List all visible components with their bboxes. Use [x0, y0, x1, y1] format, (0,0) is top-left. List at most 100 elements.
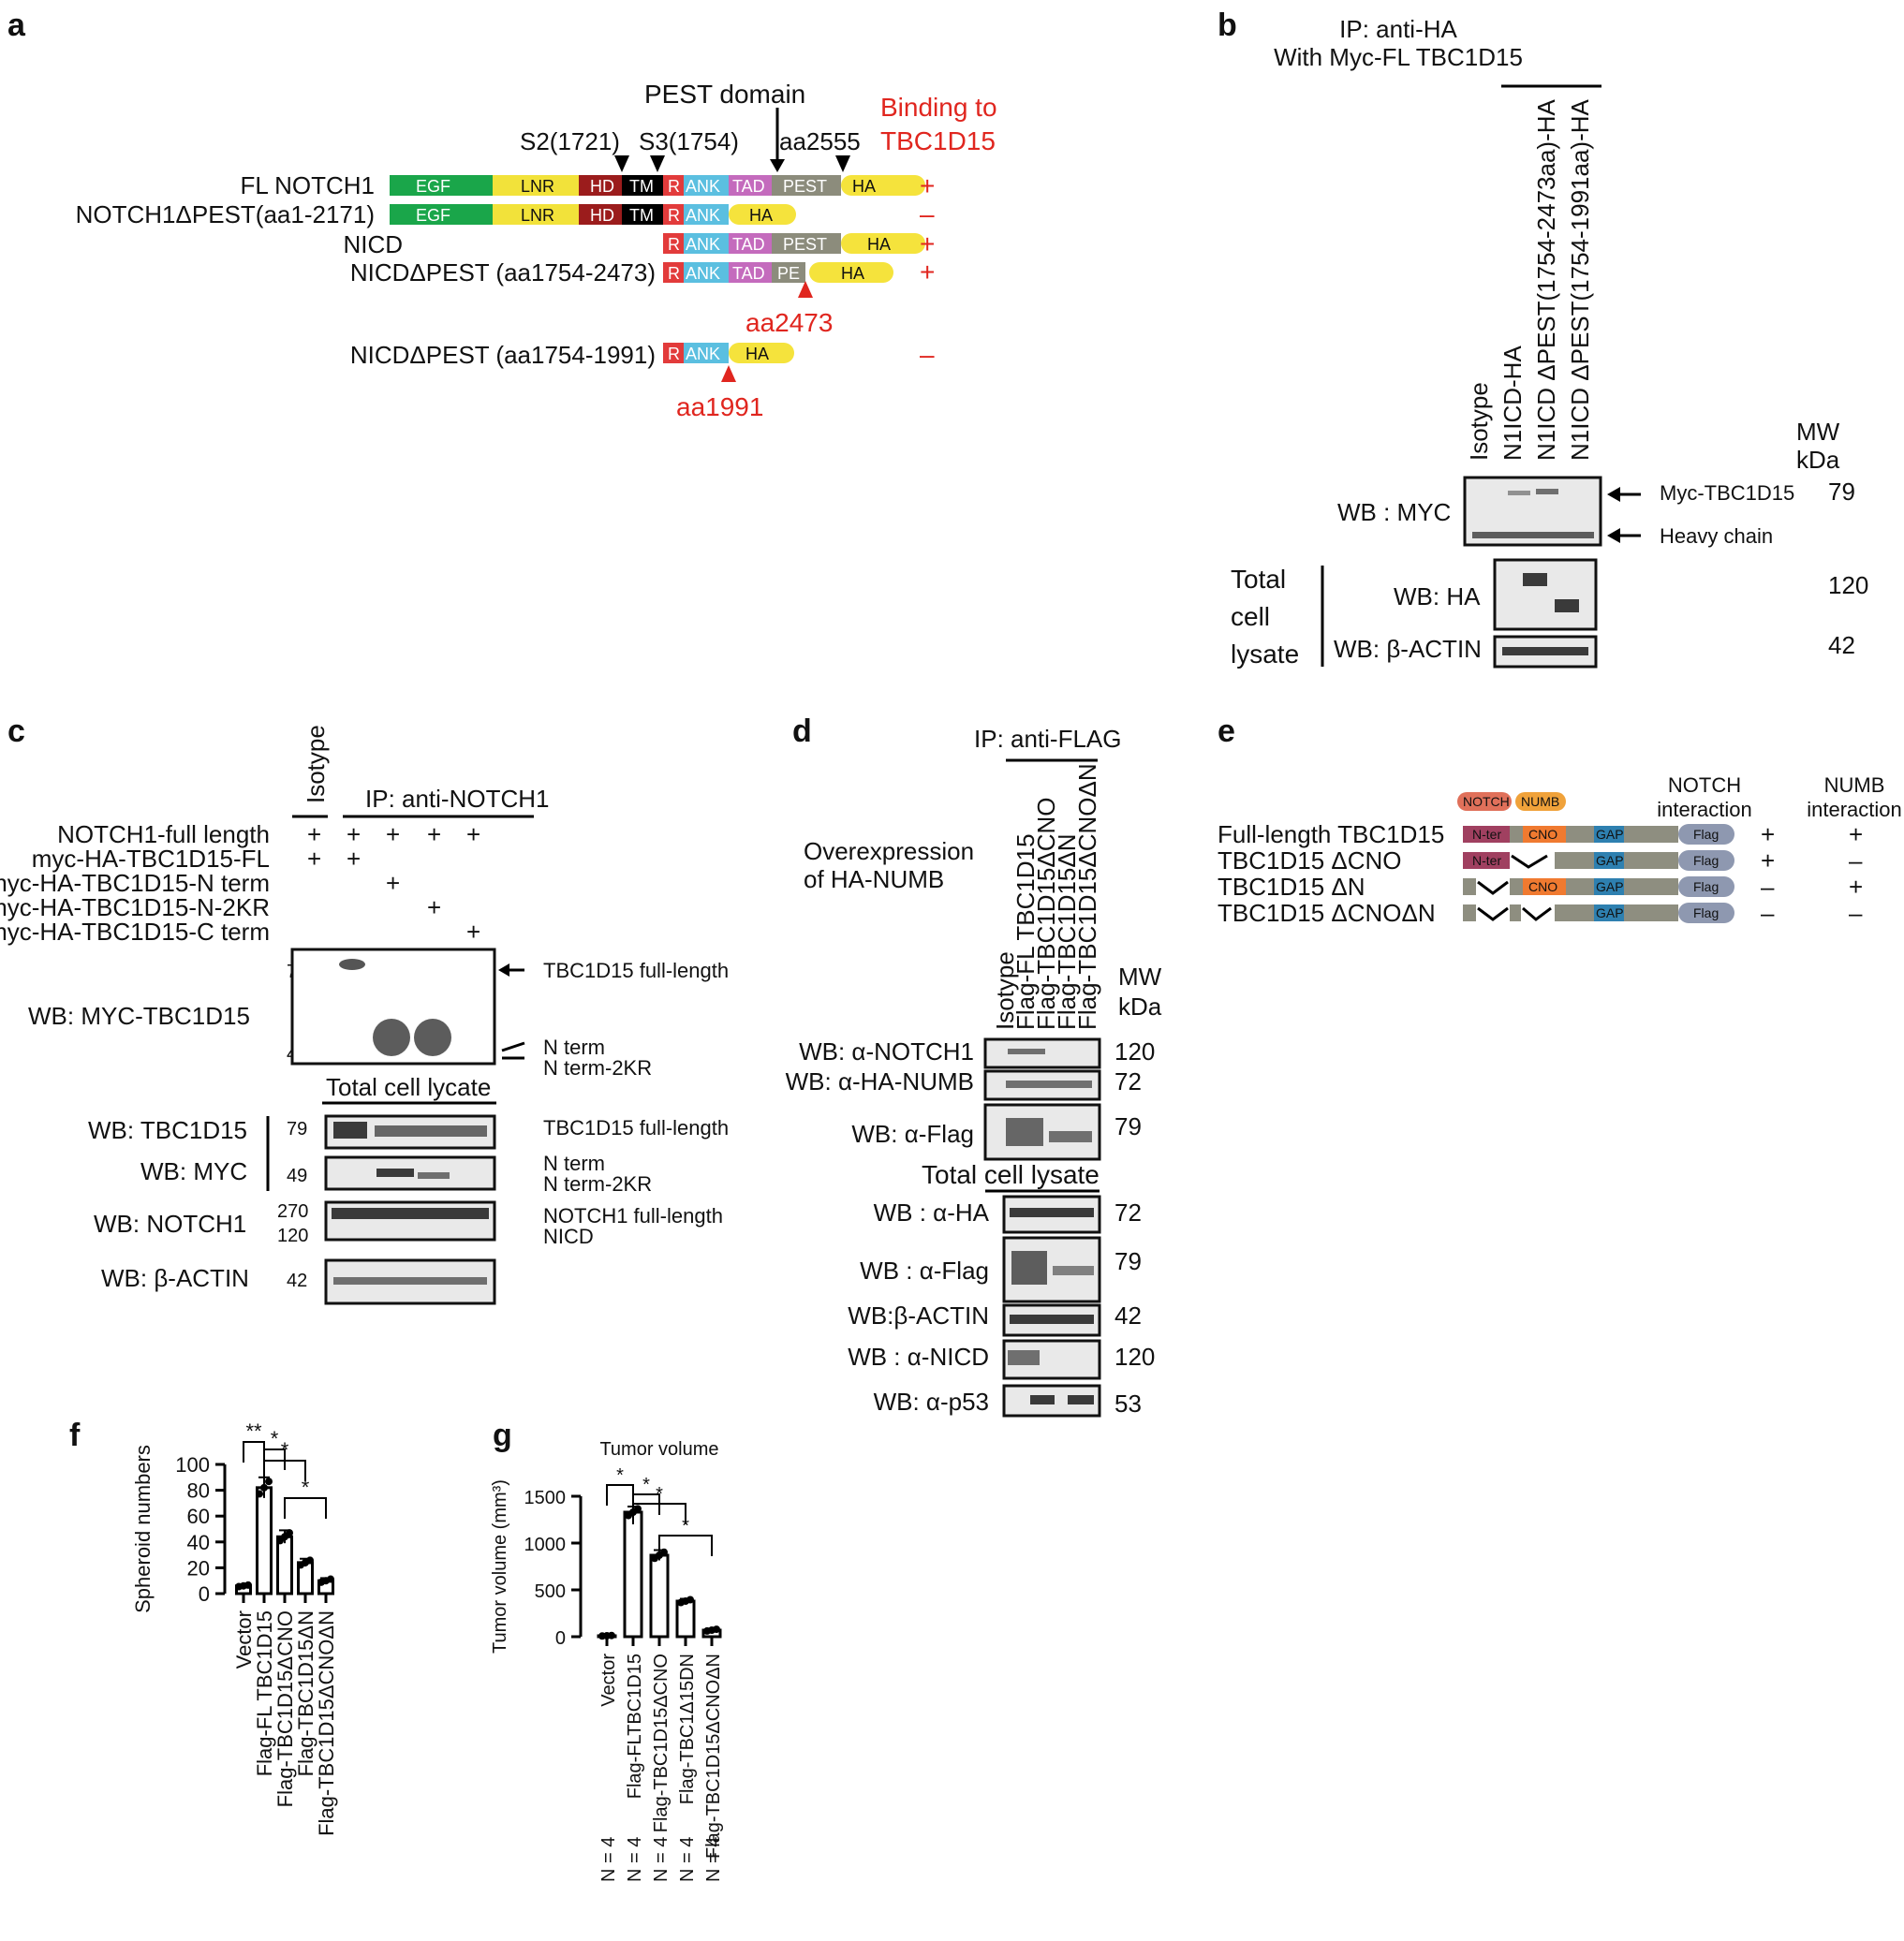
data-point — [260, 1483, 268, 1492]
b-band-ha-4 — [1555, 599, 1579, 612]
e-gap-4: GAP — [1596, 905, 1624, 920]
c-wb-notch: WB: NOTCH1 — [94, 1210, 246, 1238]
dom-ha-3: HA — [867, 235, 891, 254]
e-cno-1: CNO — [1528, 827, 1557, 842]
b-wb-myc: WB : MYC — [1337, 498, 1451, 526]
b-kda: kDa — [1796, 446, 1840, 474]
c-band-tbc-1 — [333, 1122, 367, 1139]
dom-hd-2: HD — [590, 206, 614, 225]
c-total: Total cell lycate — [326, 1073, 491, 1101]
x-tick-label: Flag-FLTBC1D15 — [625, 1654, 645, 1799]
dom-ank-5: ANK — [686, 345, 720, 363]
significance-bracket — [284, 1497, 327, 1519]
n-label: N = 4 — [651, 1837, 672, 1882]
dom-ha-2: HA — [749, 206, 773, 225]
x-tick-label: Flag-TBC1D15ΔCNO — [651, 1654, 672, 1832]
c-mark: + — [347, 845, 361, 873]
dom-tad-4: TAD — [732, 264, 765, 283]
d-blot7-mw: 120 — [1114, 1343, 1155, 1371]
d-blot3-mw: 79 — [1114, 1112, 1142, 1140]
b-mw: MW — [1796, 418, 1840, 446]
b-ip-line1: IP: anti-HA — [1339, 15, 1457, 43]
e-row-4: TBC1D15 ΔCNOΔN — [1218, 899, 1436, 927]
d-blot2-band — [1006, 1081, 1092, 1088]
c-notch-fl-label: NOTCH1 full-length — [543, 1204, 723, 1228]
s3-marker — [650, 155, 665, 172]
significance-bracket — [632, 1503, 686, 1524]
significance-mark: * — [682, 1516, 689, 1537]
dom-tad: TAD — [732, 177, 765, 196]
c-arrow-nterm — [501, 1041, 525, 1060]
e-nter-2: N-ter — [1472, 853, 1501, 868]
y-tick-label: 20 — [187, 1556, 210, 1580]
c-row-4: myc-HA-TBC1D15-N-2KR — [0, 893, 270, 921]
e-construct-dcno: N-ter GAP Flag — [1463, 850, 1734, 871]
dom-tm: TM — [629, 177, 654, 196]
significance-mark: * — [302, 1476, 310, 1499]
d-blot7-band — [1008, 1350, 1040, 1365]
s2-marker — [614, 155, 629, 172]
d-blot5-band — [1011, 1251, 1047, 1285]
panel-label-b: b — [1218, 7, 1237, 43]
aa1991-marker — [721, 365, 736, 382]
construct-label-5: NICDΔPEST (aa1754-1991) — [350, 341, 656, 369]
c-band-nterm — [373, 1019, 410, 1056]
b-mw-79: 79 — [1828, 478, 1855, 506]
e-gap-2: GAP — [1596, 853, 1624, 868]
b-lane-1: Isotype — [1465, 382, 1493, 461]
b-arrow-myc-label: Myc-TBC1D15 — [1660, 481, 1794, 505]
dom-lnr: LNR — [521, 177, 554, 196]
c-arrowhead-fl — [498, 963, 509, 977]
construct-label-3: NICD — [343, 230, 403, 258]
e-notch-badge-text: NOTCH — [1463, 794, 1510, 809]
c-mark: + — [307, 820, 321, 848]
d-lane-2: Flag-FL TBC1D15 — [1011, 833, 1040, 1030]
b-mw-120: 120 — [1828, 571, 1868, 599]
binding-2: – — [920, 199, 935, 228]
d-blot2-label: WB: α-HA-NUMB — [786, 1067, 974, 1095]
binding-3: + — [920, 229, 935, 258]
e-notch-3: – — [1761, 873, 1775, 901]
e-col2b: interaction — [1807, 798, 1902, 821]
significance-mark: * — [281, 1438, 289, 1462]
dom-r-4: R — [668, 264, 680, 283]
e-gap-1: GAP — [1596, 827, 1624, 842]
dom-hd: HD — [590, 177, 614, 196]
c-mark: + — [386, 820, 400, 848]
dom-lnr-2: LNR — [521, 206, 554, 225]
b-lane-3: N1ICD ΔPEST(1754-2473aa)-HA — [1532, 98, 1560, 461]
b-wb-ha: WB: HA — [1394, 582, 1481, 610]
dom-r-3: R — [668, 235, 680, 254]
e-row-1: Full-length TBC1D15 — [1218, 820, 1444, 848]
data-point — [286, 1529, 293, 1537]
dom-r: R — [668, 177, 680, 196]
n-label: N = 4 — [625, 1837, 645, 1882]
d-blot1-label: WB: α-NOTCH1 — [799, 1037, 974, 1066]
panel-label-g: g — [493, 1418, 512, 1453]
n-label: N = 4 — [703, 1837, 724, 1882]
e-notch-2: + — [1761, 846, 1775, 875]
c-row-1: NOTCH1-full length — [57, 820, 270, 848]
data-point — [634, 1505, 642, 1513]
d-blot5-mw: 79 — [1114, 1247, 1142, 1275]
aa1991-label: aa1991 — [676, 392, 763, 421]
n-label: N = 4 — [598, 1837, 619, 1882]
e-numb-1: + — [1849, 820, 1863, 848]
b-band-myc-2 — [1508, 491, 1530, 495]
significance-mark: * — [642, 1475, 650, 1495]
y-tick-label: 0 — [199, 1582, 210, 1606]
e-col1b: interaction — [1657, 798, 1752, 821]
data-point — [660, 1548, 668, 1556]
c-isotype: Isotype — [302, 725, 330, 803]
c-mw79b: 79 — [287, 1119, 307, 1140]
e-numb-3: + — [1849, 873, 1863, 901]
c-row-5: myc-HA-TBC1D15-C term — [0, 918, 270, 946]
e-cno-3: CNO — [1528, 879, 1557, 894]
b-arrowhead-myc — [1607, 487, 1620, 502]
c-band-fl — [339, 959, 365, 970]
e-numb-badge — [1515, 792, 1566, 811]
c-plus-grid: + + + + + + + + + + — [307, 820, 480, 946]
aa2555-marker — [835, 155, 850, 172]
e-nter-1: N-ter — [1472, 827, 1501, 842]
construct-label-2: NOTCH1ΔPEST(aa1-2171) — [76, 200, 375, 228]
